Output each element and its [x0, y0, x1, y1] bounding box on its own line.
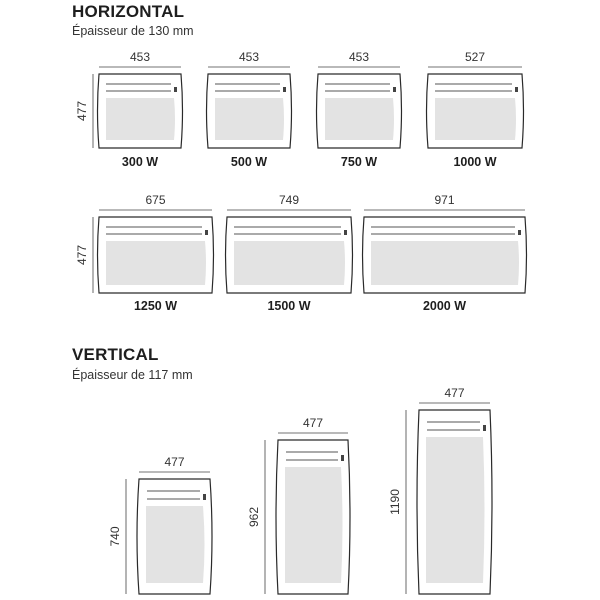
panel-screen	[234, 241, 345, 285]
control-knob-icon	[344, 230, 347, 235]
panel-screen	[215, 98, 284, 140]
panel-screen	[106, 98, 175, 140]
power-label: 1250 W	[134, 299, 177, 313]
control-knob-icon	[341, 455, 344, 461]
width-label: 971	[434, 193, 454, 207]
height-label: 477	[75, 101, 89, 121]
panel-screen	[435, 98, 516, 140]
power-label: 300 W	[122, 155, 158, 169]
control-knob-icon	[393, 87, 396, 92]
control-knob-icon	[205, 230, 208, 235]
control-knob-icon	[174, 87, 177, 92]
control-knob-icon	[515, 87, 518, 92]
control-knob-icon	[203, 494, 206, 500]
vertical-subtitle: Épaisseur de 117 mm	[72, 368, 193, 382]
control-knob-icon	[283, 87, 286, 92]
heater-panel-horizontal	[425, 73, 525, 149]
power-label: 1000 W	[453, 155, 496, 169]
width-label: 675	[145, 193, 165, 207]
width-label: 453	[130, 50, 150, 64]
heater-panel-horizontal	[361, 216, 528, 294]
horizontal-subtitle: Épaisseur de 130 mm	[72, 24, 194, 38]
vertical-title: VERTICAL	[72, 345, 159, 364]
power-label: 500 W	[231, 155, 267, 169]
panel-screen	[426, 437, 485, 583]
panel-screen	[371, 241, 519, 285]
width-label: 453	[349, 50, 369, 64]
width-label: 477	[164, 455, 184, 469]
width-label: 477	[303, 416, 323, 430]
heater-panel-vertical	[416, 409, 493, 595]
power-label: 1500 W	[267, 299, 310, 313]
heater-panel-horizontal	[96, 216, 215, 294]
height-label: 1190	[388, 489, 402, 515]
height-label: 477	[75, 245, 89, 265]
power-label: 750 W	[341, 155, 377, 169]
heater-panel-horizontal	[315, 73, 403, 149]
heater-panel-horizontal	[205, 73, 293, 149]
width-label: 477	[444, 386, 464, 400]
heater-panel-horizontal	[96, 73, 184, 149]
width-label: 527	[465, 50, 485, 64]
height-label: 740	[108, 526, 122, 546]
control-knob-icon	[483, 425, 486, 431]
heater-panel-horizontal	[224, 216, 354, 294]
width-label: 453	[239, 50, 259, 64]
panel-screen	[146, 506, 205, 583]
heater-panel-vertical	[136, 478, 213, 595]
width-label: 749	[279, 193, 299, 207]
panel-screen	[325, 98, 394, 140]
control-knob-icon	[518, 230, 521, 235]
panel-screen	[285, 467, 343, 583]
heater-panel-vertical	[275, 439, 351, 595]
panel-screen	[106, 241, 206, 285]
horizontal-title: HORIZONTAL	[72, 2, 185, 21]
height-label: 962	[247, 507, 261, 527]
power-label: 2000 W	[423, 299, 466, 313]
